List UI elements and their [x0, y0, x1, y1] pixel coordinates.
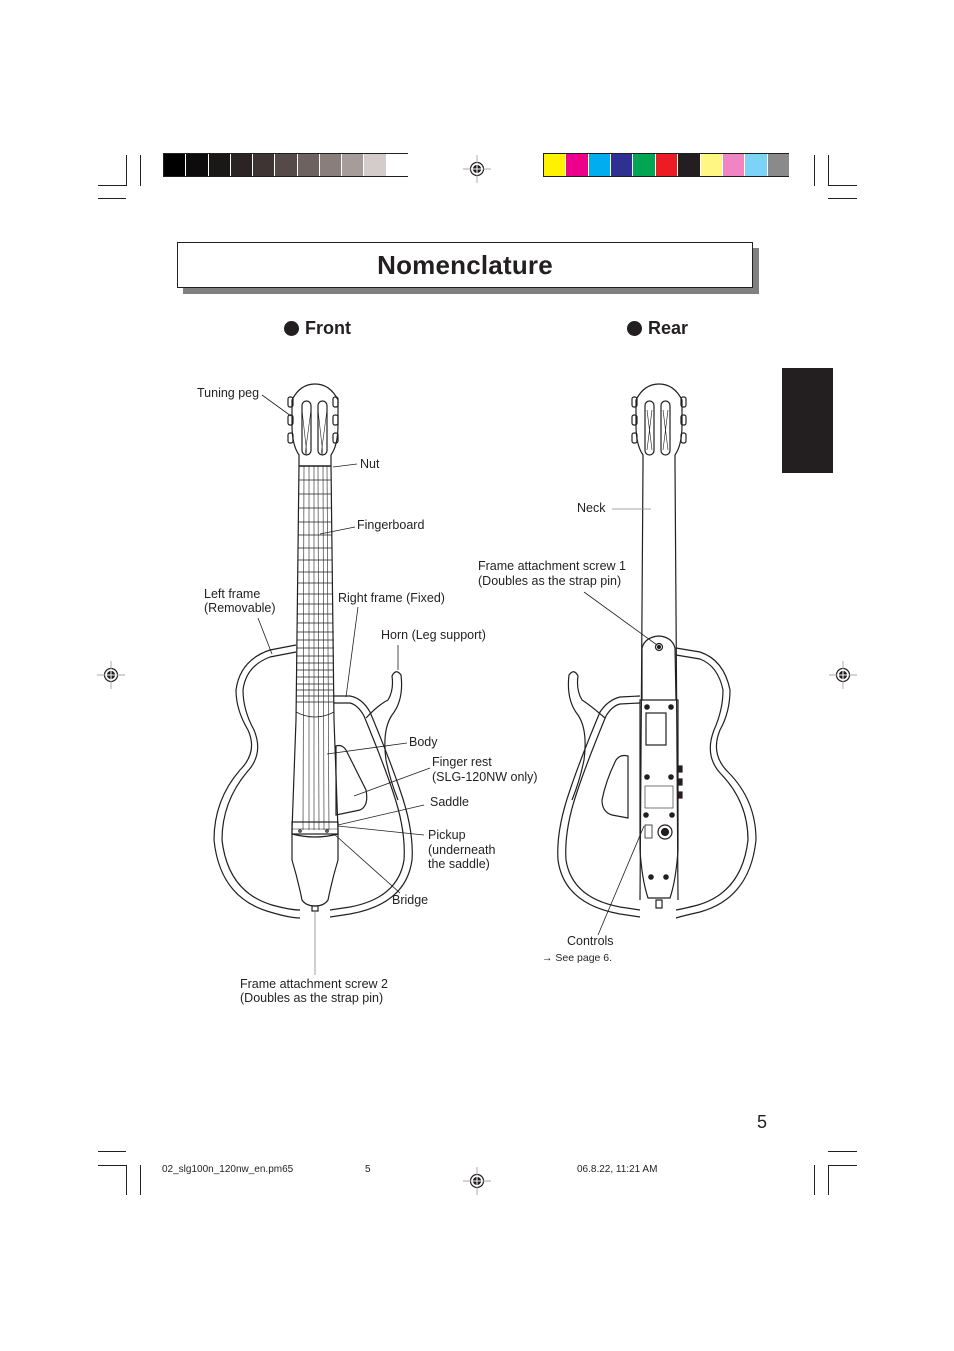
- bullet-icon: [284, 321, 299, 336]
- crop-mark: [814, 1165, 815, 1195]
- label-plate: [644, 785, 674, 809]
- label-left-frame-note: (Removable): [204, 601, 276, 615]
- label-see-page-link[interactable]: → See page 6.: [542, 952, 613, 964]
- crop-mark: [98, 185, 126, 186]
- title-box: Nomenclature: [177, 242, 753, 288]
- process-swatch: [722, 154, 745, 176]
- crop-mark: [98, 1151, 126, 1152]
- label-pickup: Pickup: [428, 828, 466, 842]
- label-neck: Neck: [577, 501, 606, 515]
- crop-mark: [828, 1165, 857, 1166]
- crop-mark: [140, 155, 141, 186]
- label-frame-screw-1: Frame attachment screw 1: [478, 559, 626, 573]
- rear-back-panel: [639, 699, 679, 899]
- process-swatch: [566, 154, 588, 176]
- label-controls: Controls: [567, 934, 614, 948]
- label-horn: Horn (Leg support): [381, 628, 486, 642]
- page-title: Nomenclature: [377, 249, 553, 280]
- label-pickup-note-1: (underneath: [428, 843, 496, 857]
- footer-filename: 02_slg100n_120nw_en.pm65: [162, 1164, 294, 1175]
- process-swatch: [633, 154, 655, 176]
- tuning-peg-icon: [631, 396, 687, 444]
- crop-mark: [98, 1165, 126, 1166]
- section-front-heading: Front: [284, 318, 351, 339]
- grayscale-swatch: [186, 154, 208, 176]
- front-body: [291, 719, 339, 907]
- crop-mark: [140, 1165, 141, 1195]
- grayscale-swatch: [253, 154, 275, 176]
- front-guitar-drawing: [213, 383, 431, 975]
- label-finger-rest: Finger rest: [432, 755, 492, 769]
- bridge: [291, 821, 339, 835]
- crop-mark: [828, 185, 857, 186]
- footer-timestamp: 06.8.22, 11:21 AM: [577, 1164, 658, 1175]
- label-saddle: Saddle: [430, 795, 469, 809]
- label-frame-screw-2-note: (Doubles as the strap pin): [240, 991, 384, 1005]
- process-swatch: [655, 154, 678, 176]
- section-rear-heading: Rear: [627, 318, 688, 339]
- process-swatch: [588, 154, 611, 176]
- process-swatch: [678, 154, 700, 176]
- front-finger-rest: [335, 744, 368, 816]
- label-fingerboard: Fingerboard: [357, 518, 425, 532]
- registration-mark-icon: [829, 661, 857, 689]
- rear-guitar-drawing: [557, 383, 757, 936]
- section-front-label: Front: [305, 318, 351, 338]
- rear-horn: [567, 671, 606, 801]
- grayscale-swatch: [297, 154, 319, 176]
- label-right-frame: Right frame (Fixed): [338, 591, 445, 605]
- volume-knob: [657, 824, 673, 840]
- headstock-slot: [301, 400, 312, 456]
- grayscale-swatch: [275, 154, 297, 176]
- tuning-peg-icon: [287, 396, 339, 444]
- crop-mark: [98, 198, 126, 199]
- process-swatch: [611, 154, 633, 176]
- registration-mark-icon: [97, 661, 125, 689]
- registration-mark-icon: [463, 1167, 491, 1195]
- label-bridge: Bridge: [392, 893, 429, 907]
- front-headstock: [291, 383, 339, 465]
- headstock-slot: [317, 400, 328, 456]
- label-frame-screw-1-note: (Doubles as the strap pin): [478, 574, 622, 588]
- label-frame-screw-2: Frame attachment screw 2: [240, 977, 388, 991]
- crop-mark: [828, 1165, 829, 1195]
- rear-headstock: [635, 383, 683, 465]
- crop-mark: [814, 155, 815, 186]
- front-horn: [365, 671, 403, 801]
- bullet-icon: [627, 321, 642, 336]
- frets: [295, 479, 335, 718]
- front-left-frame: [213, 644, 301, 919]
- grayscale-swatch: [208, 154, 230, 176]
- label-left-frame: Left frame: [204, 587, 261, 601]
- label-finger-rest-note: (SLG-120NW only): [432, 770, 538, 784]
- footer-page: 5: [365, 1164, 371, 1175]
- section-rear-label: Rear: [648, 318, 689, 338]
- page-number: 5: [757, 1112, 768, 1132]
- label-tuning-peg: Tuning peg: [197, 386, 260, 400]
- label-nut: Nut: [360, 457, 380, 471]
- label-body: Body: [409, 735, 438, 749]
- crop-mark: [828, 155, 829, 186]
- grayscale-swatch: [342, 154, 364, 176]
- label-pickup-note-2: the saddle): [428, 857, 490, 871]
- crop-mark: [828, 1151, 857, 1152]
- frame-screw-1: [654, 642, 664, 652]
- grayscale-swatch: [319, 154, 342, 176]
- front-right-frame: [329, 695, 413, 918]
- crop-mark: [828, 198, 857, 199]
- registration-mark-icon: [463, 155, 491, 183]
- crop-mark: [126, 155, 127, 186]
- grayscale-swatch: [164, 154, 186, 176]
- process-swatch: [700, 154, 722, 176]
- process-swatch: [745, 154, 767, 176]
- grayscale-swatch: [230, 154, 253, 176]
- grayscale-swatch: [386, 154, 408, 176]
- controls-panel: [644, 824, 653, 839]
- crop-mark: [126, 1165, 127, 1195]
- process-swatch: [544, 154, 566, 176]
- process-swatch: [767, 154, 789, 176]
- language-side-tab: [782, 368, 833, 473]
- grayscale-swatch: [364, 154, 386, 176]
